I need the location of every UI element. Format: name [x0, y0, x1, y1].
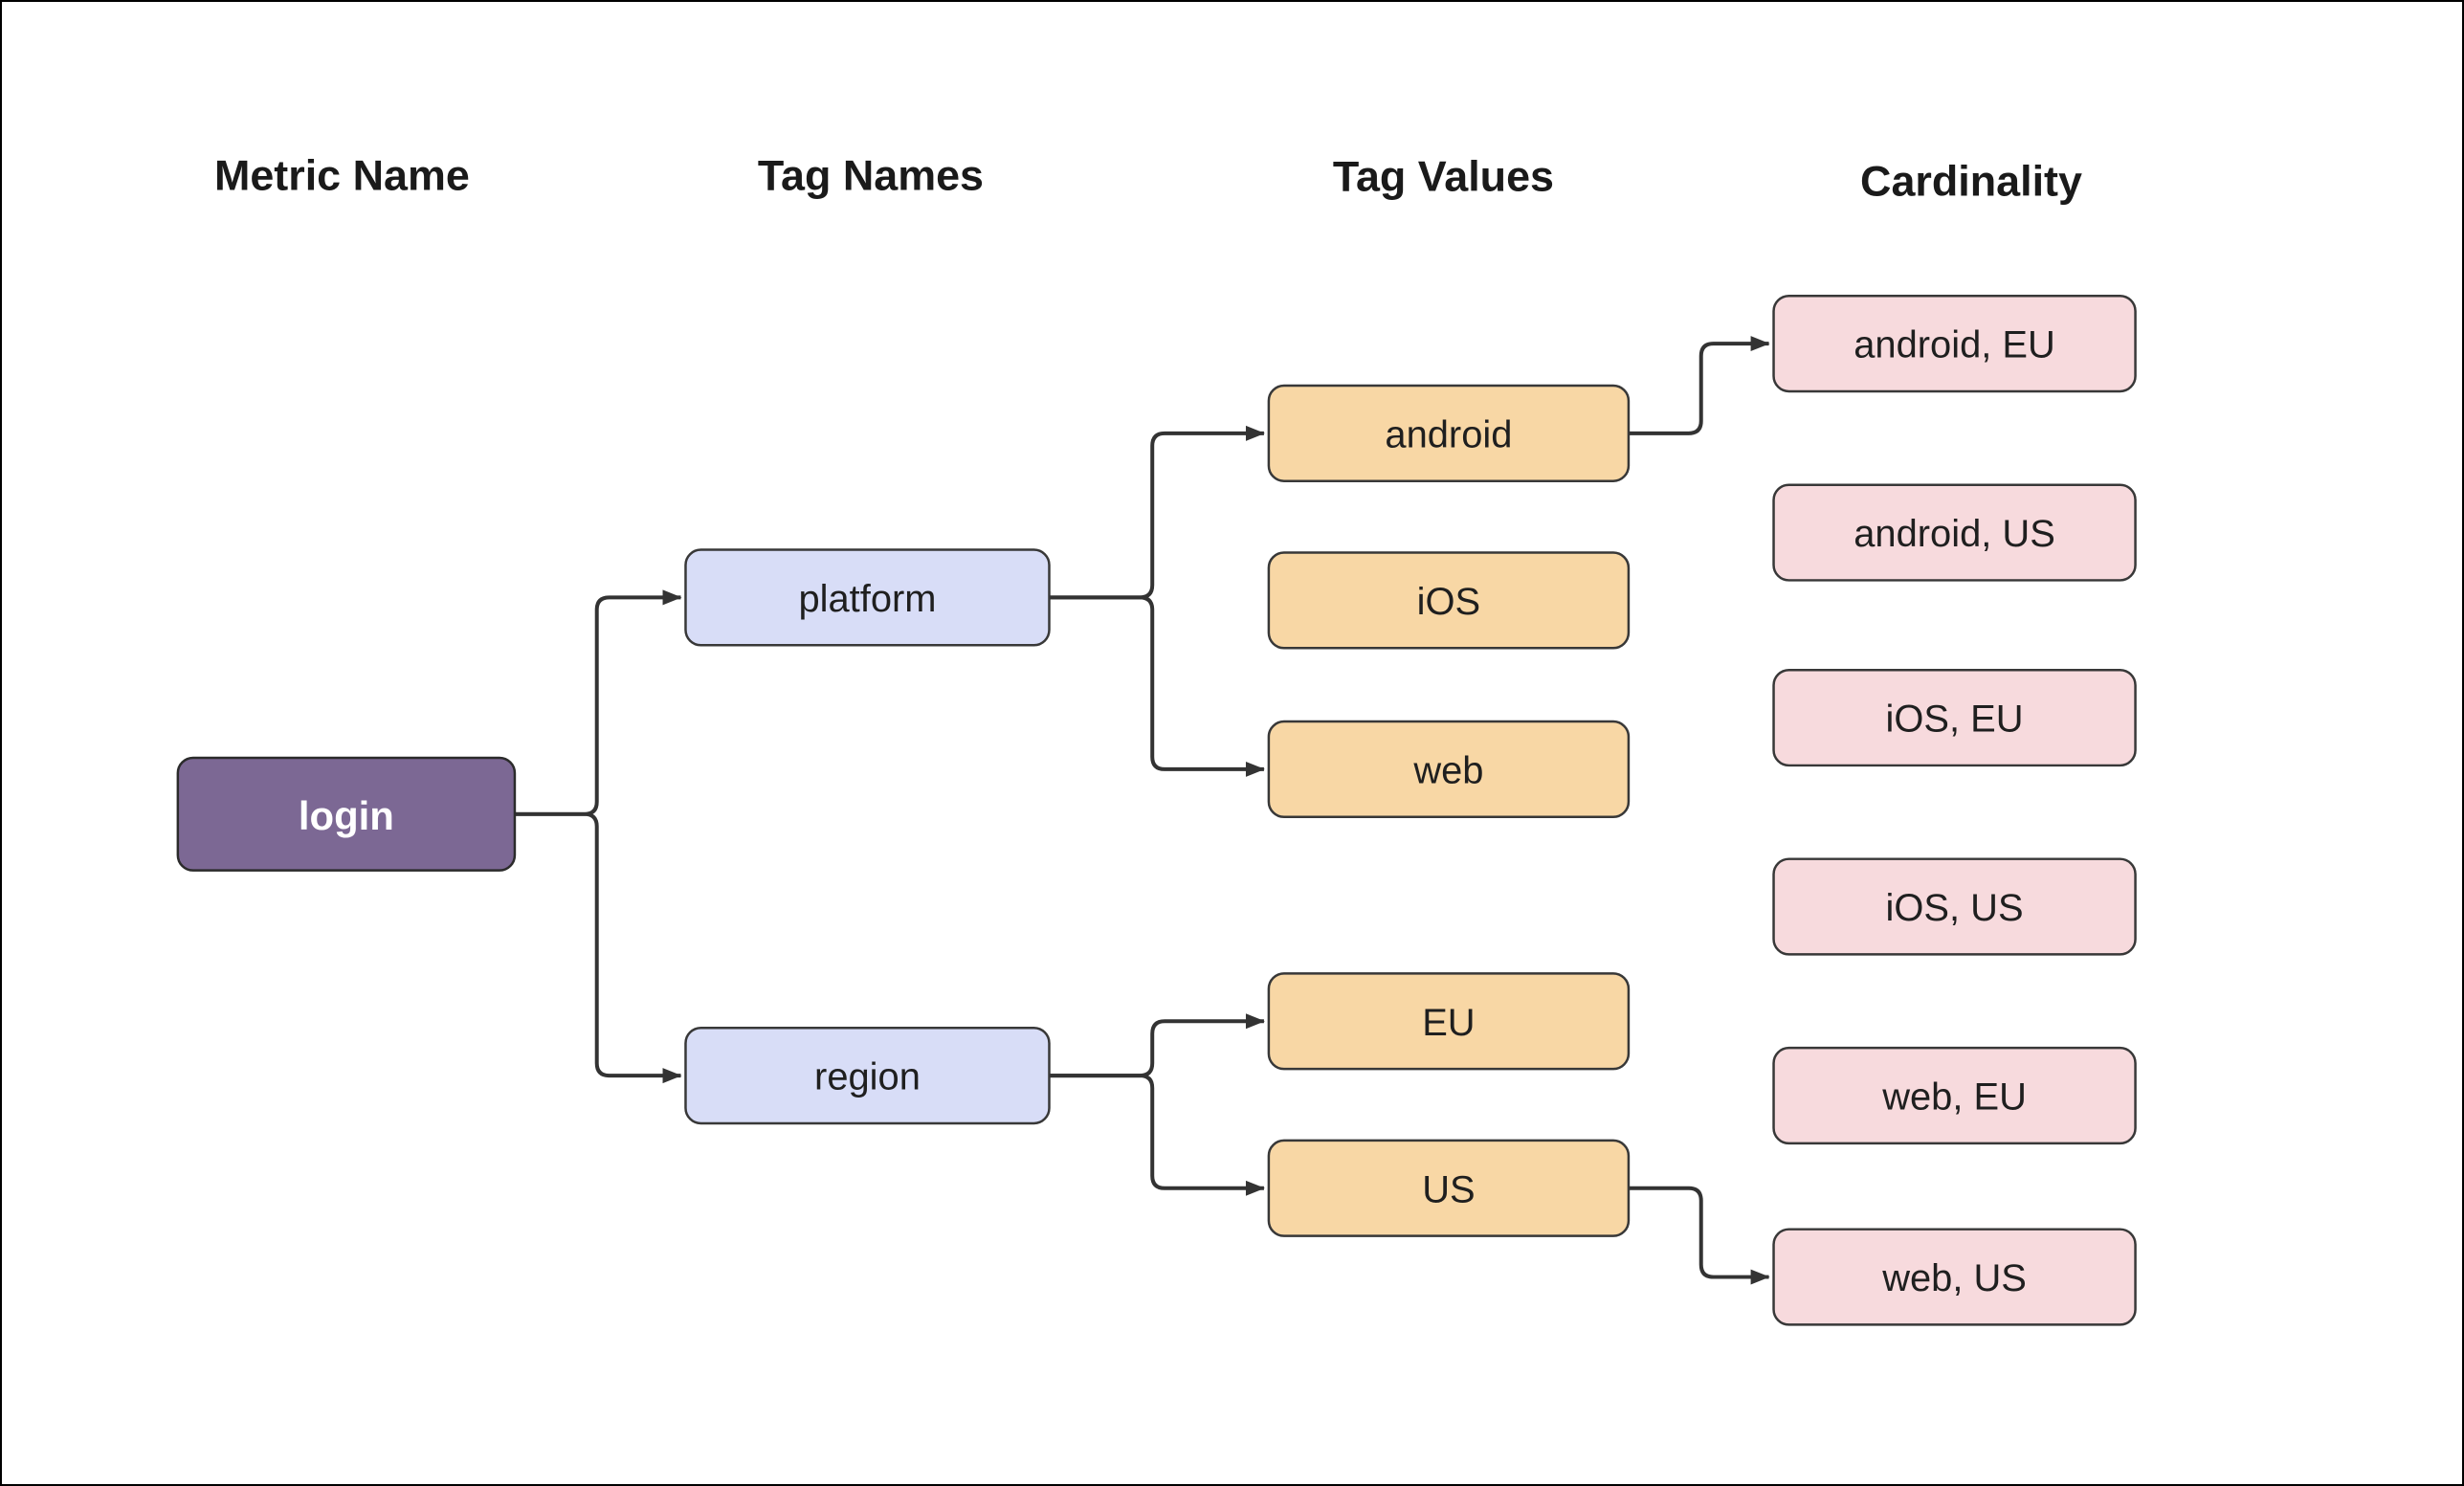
node-label-android: android [1385, 413, 1512, 455]
node-label-ios-us: iOS, US [1886, 887, 2024, 929]
node-platform: platform [684, 548, 1051, 647]
header-cardinality: Cardinality [1860, 156, 2082, 205]
edge-region-to-eu [1049, 1013, 1265, 1078]
node-us: US [1267, 1139, 1631, 1237]
node-android-us: android, US [1772, 483, 2137, 582]
node-box-ios-us [1772, 857, 2137, 956]
node-label-ios: iOS [1417, 581, 1480, 623]
edge-login-to-region [514, 811, 682, 1084]
node-region: region [684, 1026, 1051, 1125]
edge-platform-to-android [1049, 425, 1265, 600]
node-box-android [1267, 384, 1631, 482]
node-label-android-us: android, US [1854, 513, 2055, 555]
node-box-ios [1267, 551, 1631, 650]
node-label-web-eu: web, EU [1881, 1076, 2027, 1119]
node-android: android [1267, 384, 1631, 482]
node-box-ios-eu [1772, 668, 2137, 767]
node-label-eu: EU [1422, 1002, 1475, 1044]
edge-login-to-platform [514, 589, 682, 816]
node-box-android-us [1772, 483, 2137, 582]
node-web-eu: web, EU [1772, 1046, 2137, 1145]
node-web-us: web, US [1772, 1228, 2137, 1326]
header-tag-names: Tag Names [758, 150, 984, 199]
edge-android-to-android-eu [1628, 336, 1770, 435]
node-box-web-eu [1772, 1046, 2137, 1145]
edge-layer [514, 336, 1770, 1285]
edge-us-to-web-us [1628, 1186, 1770, 1285]
edge-platform-to-web [1049, 595, 1265, 777]
header-metric-name: Metric Name [214, 150, 470, 199]
column-headers: Metric Name Tag Names Tag Values Cardina… [214, 150, 2082, 205]
node-box-platform [684, 548, 1051, 647]
node-label-platform: platform [798, 578, 936, 620]
node-label-login: login [299, 793, 394, 838]
node-ios-us: iOS, US [1772, 857, 2137, 956]
node-label-web-us: web, US [1881, 1257, 2027, 1299]
node-box-region [684, 1026, 1051, 1125]
header-tag-values: Tag Values [1333, 151, 1554, 200]
node-box-login [176, 756, 517, 872]
node-label-ios-eu: iOS, EU [1886, 699, 2024, 741]
node-box-web-us [1772, 1228, 2137, 1326]
node-ios-eu: iOS, EU [1772, 668, 2137, 767]
node-label-android-eu: android, EU [1854, 324, 2055, 366]
node-login: login [176, 756, 517, 872]
node-eu: EU [1267, 972, 1631, 1071]
node-box-us [1267, 1139, 1631, 1237]
node-box-android-eu [1772, 294, 2137, 393]
node-android-eu: android, EU [1772, 294, 2137, 393]
node-box-eu [1267, 972, 1631, 1071]
node-box-web [1267, 720, 1631, 819]
node-web: web [1267, 720, 1631, 819]
node-ios: iOS [1267, 551, 1631, 650]
edge-region-to-us [1049, 1074, 1265, 1196]
node-label-region: region [814, 1056, 921, 1098]
node-label-us: US [1422, 1168, 1475, 1210]
node-label-web: web [1412, 750, 1483, 792]
